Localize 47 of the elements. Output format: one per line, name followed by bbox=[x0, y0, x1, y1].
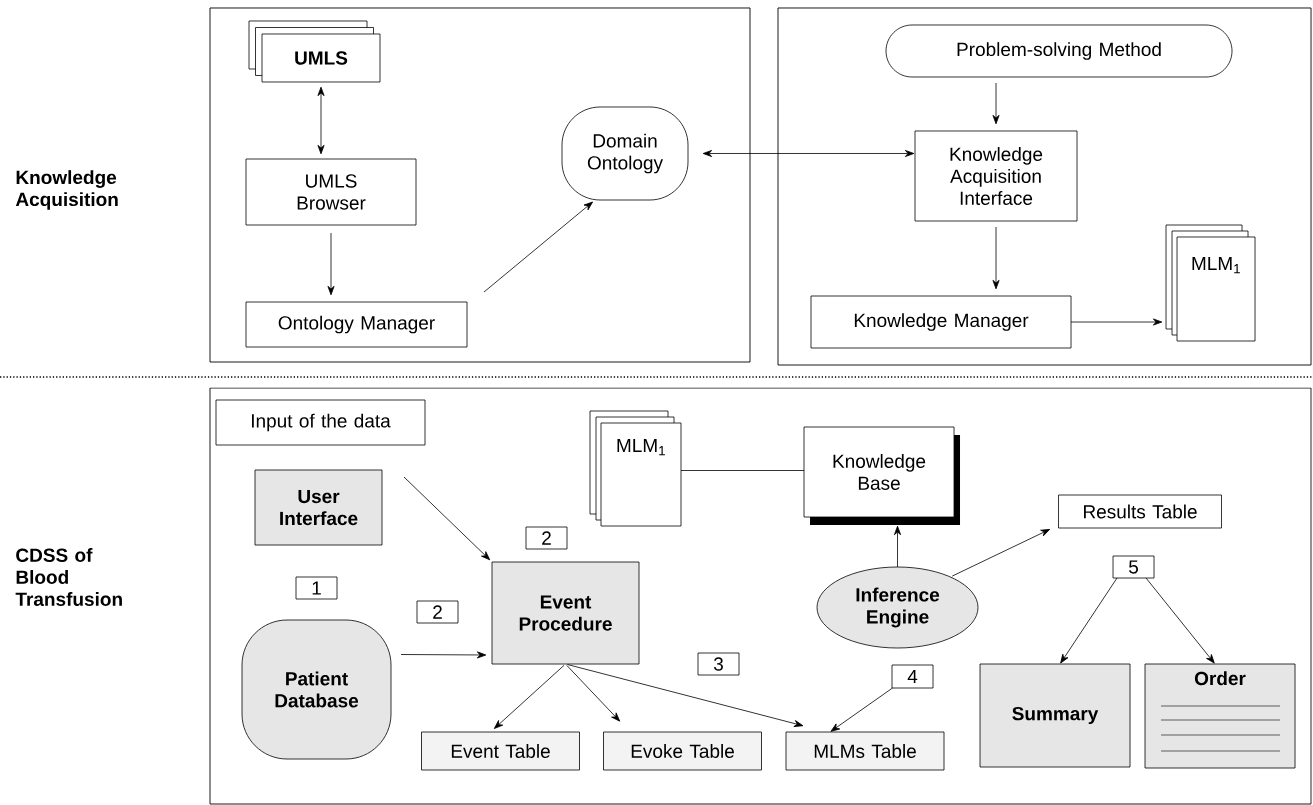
process-box: Input of the data bbox=[215, 399, 426, 446]
arrow bbox=[1070, 318, 1163, 326]
step-number: 5 bbox=[1112, 555, 1155, 579]
summary-box: Summary bbox=[979, 663, 1131, 768]
arrow bbox=[1060, 577, 1118, 664]
method-terminal: Problem-solving Method bbox=[885, 24, 1233, 78]
panel-frame bbox=[209, 387, 1312, 805]
arrow bbox=[567, 664, 804, 727]
document-stack: MLM$_{1}$ bbox=[589, 410, 682, 527]
process-box: Event Procedure bbox=[491, 561, 640, 665]
section-heading: CDSS of Blood Transfusion bbox=[15, 548, 122, 606]
arrow bbox=[493, 664, 565, 729]
step-number: 2 bbox=[416, 600, 459, 624]
table-box: Event Table bbox=[421, 731, 580, 771]
step-number: 2 bbox=[525, 526, 568, 550]
arrow bbox=[894, 525, 901, 568]
arrow bbox=[951, 529, 1051, 577]
section-heading: Knowledge Acquisition bbox=[15, 170, 118, 210]
process-box: Knowledge Acquisition Interface bbox=[914, 130, 1078, 222]
process-box: Ontology Manager bbox=[245, 301, 468, 348]
arrow bbox=[992, 82, 1000, 125]
table-box: Evoke Table bbox=[603, 731, 762, 771]
process-box: User Interface bbox=[254, 469, 383, 546]
arrow bbox=[992, 226, 1000, 290]
document-stack: MLM$_{1}$ bbox=[1165, 224, 1256, 342]
shadowed-box: Knowledge Base bbox=[803, 426, 960, 525]
connector-line bbox=[680, 470, 805, 471]
arrow bbox=[403, 476, 491, 561]
process-box: UMLS Browser bbox=[245, 158, 417, 226]
arrow bbox=[483, 201, 593, 293]
arrow bbox=[317, 86, 325, 155]
arrow bbox=[830, 687, 893, 732]
arrow bbox=[566, 665, 621, 722]
process-box: Knowledge Manager bbox=[810, 295, 1072, 349]
step-number: 1 bbox=[295, 576, 338, 600]
arrow bbox=[1145, 577, 1215, 664]
table-box: MLMs Table bbox=[785, 731, 945, 771]
step-number: 4 bbox=[891, 664, 934, 689]
document-stack: UMLS bbox=[248, 20, 381, 83]
arrow bbox=[327, 232, 335, 296]
panel-frame bbox=[209, 7, 751, 363]
step-number: 3 bbox=[697, 652, 740, 676]
arrow bbox=[702, 150, 915, 157]
table-box: Results Table bbox=[1058, 494, 1222, 529]
panel-frame bbox=[777, 7, 1312, 366]
order-form: Order bbox=[1144, 663, 1296, 769]
arrow bbox=[400, 651, 487, 659]
